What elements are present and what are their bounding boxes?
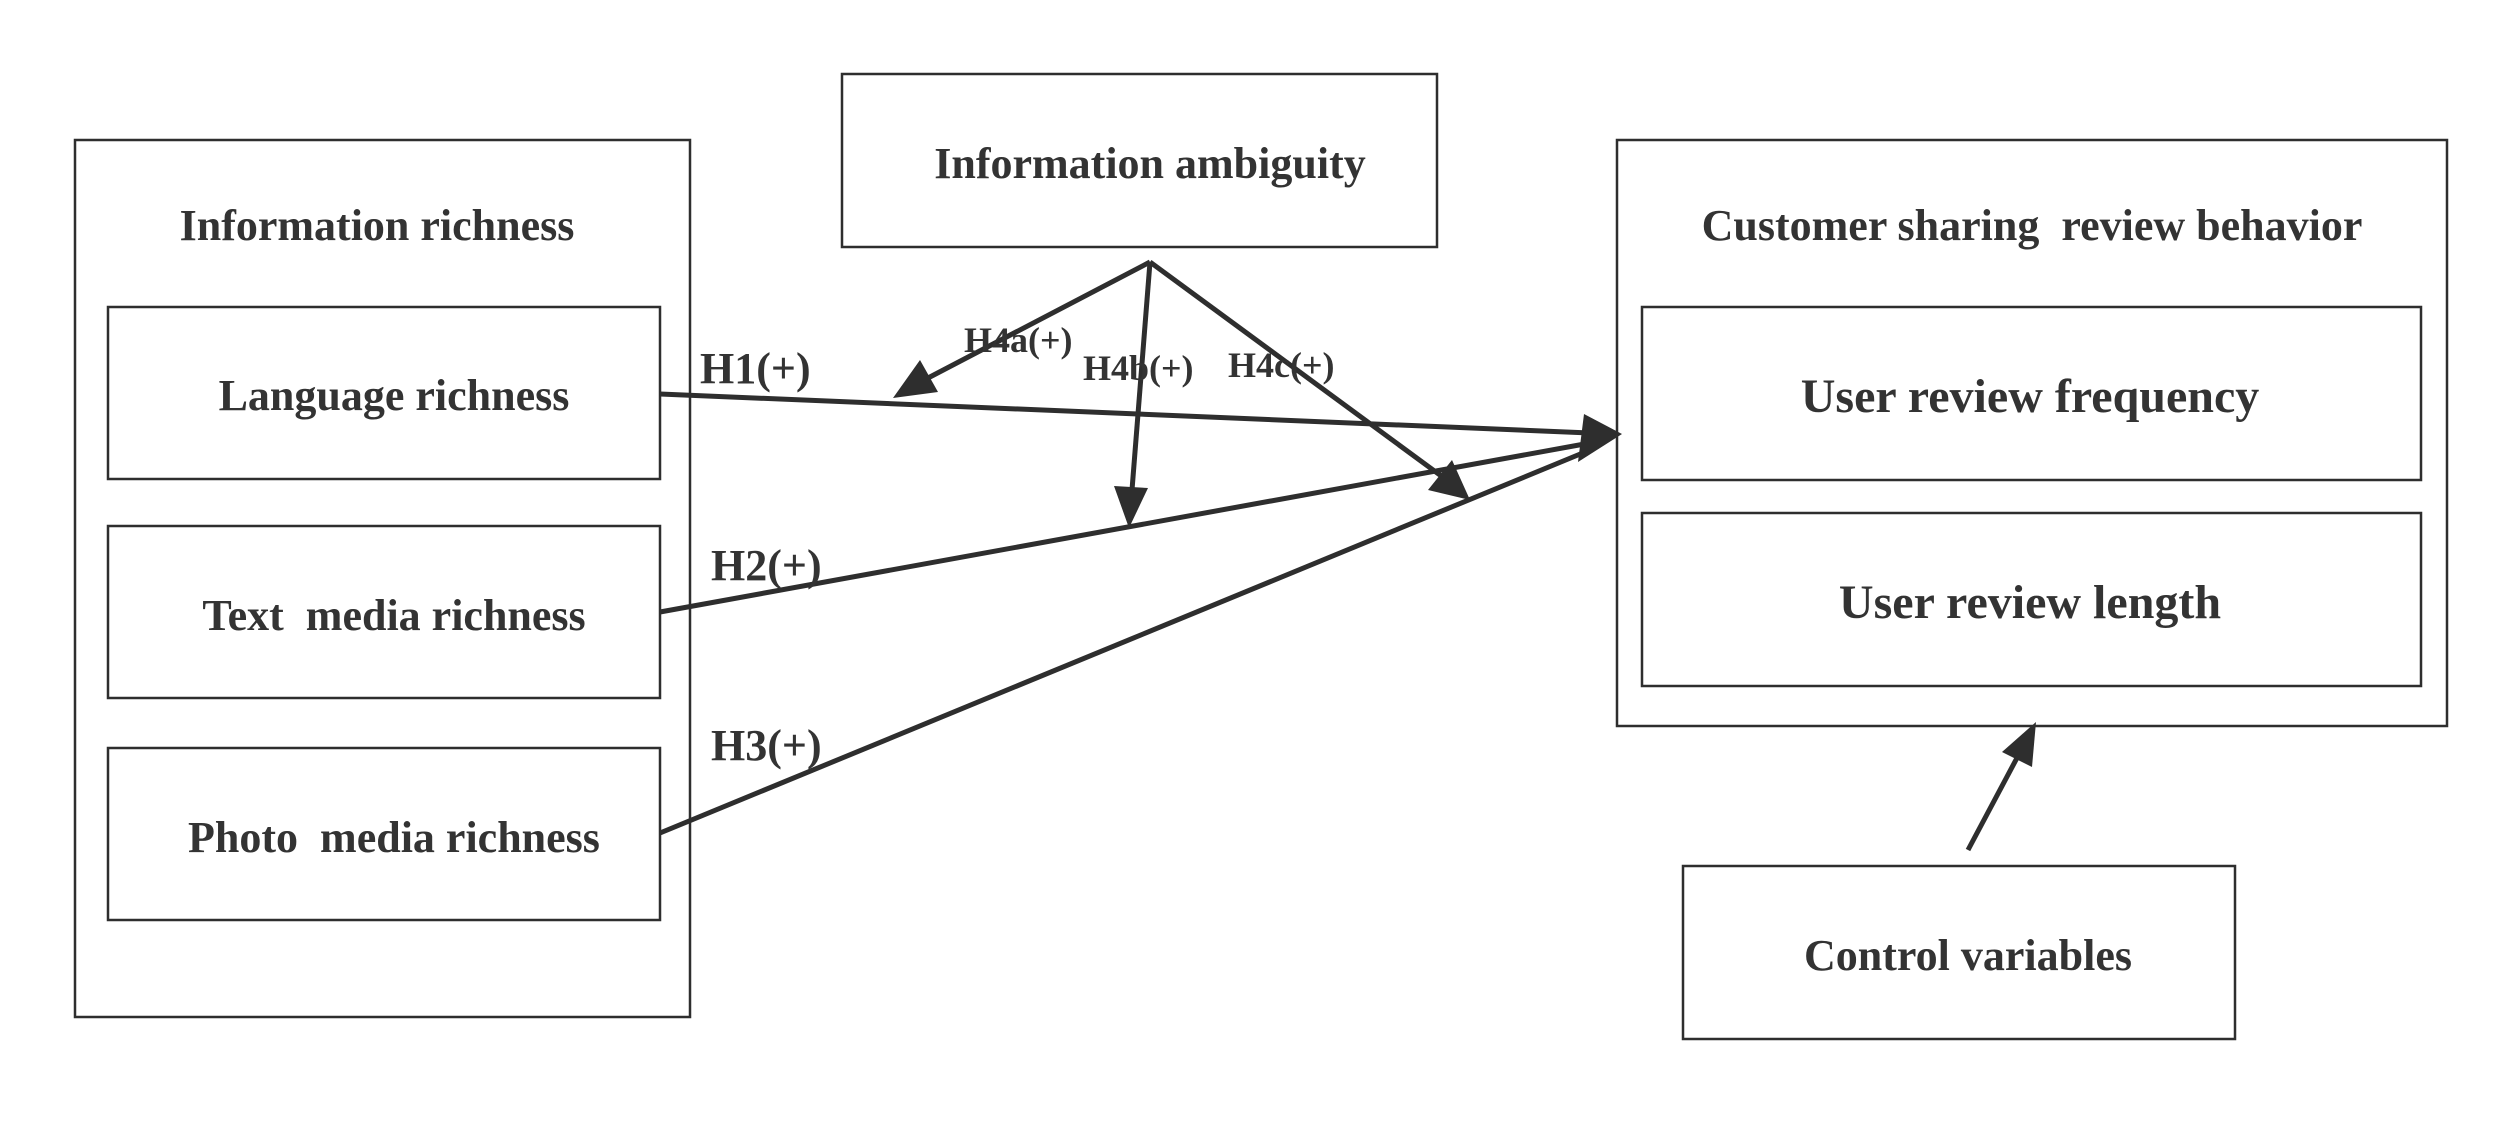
h1-label: H1(+) — [700, 344, 811, 393]
h4b-arrow-line — [1129, 261, 1153, 491]
information-ambiguity-label: Information ambiguity — [934, 139, 1365, 188]
h4c-arrow-line — [1148, 259, 1446, 481]
language-richness-label: Language richness — [219, 371, 570, 420]
h4b-label: H4b(+) — [1083, 348, 1194, 388]
customer-behavior-title: Customer sharing review behavior — [1702, 201, 2363, 250]
user-review-frequency-box — [1640, 305, 2423, 482]
information-richness-group — [73, 138, 692, 1019]
information-ambiguity-box — [840, 72, 1439, 249]
h4a-label: H4a(+) — [964, 320, 1073, 360]
user-review-frequency-label: User review frequency — [1801, 370, 2260, 423]
text-media-richness-label: Text media richness — [202, 591, 585, 640]
photo-media-richness-box — [106, 746, 662, 922]
h4a-arrow-line — [926, 259, 1152, 381]
h4a-arrowhead — [893, 360, 938, 398]
information-richness-title: Information richness — [180, 201, 575, 250]
control-variables-label: Control variables — [1804, 931, 2132, 980]
language-richness-box — [106, 305, 662, 481]
h3-label: H3(+) — [711, 721, 822, 770]
h1-arrow-line — [659, 391, 1591, 436]
behavior-arrowhead — [1578, 414, 1622, 462]
user-review-length-box — [1640, 511, 2423, 688]
control-arrow-line — [1965, 754, 2021, 852]
h3-arrow-line — [659, 447, 1591, 836]
control-variables-box — [1681, 864, 2237, 1041]
h4c-label: H4c(+) — [1228, 345, 1334, 385]
h2-label: H2(+) — [711, 541, 822, 590]
h4b-arrowhead — [1114, 486, 1148, 528]
h4c-arrowhead — [1428, 460, 1470, 500]
photo-media-richness-label: Photo media richness — [188, 813, 600, 862]
user-review-length-label: User review length — [1839, 576, 2221, 629]
control-arrowhead — [2002, 722, 2036, 767]
